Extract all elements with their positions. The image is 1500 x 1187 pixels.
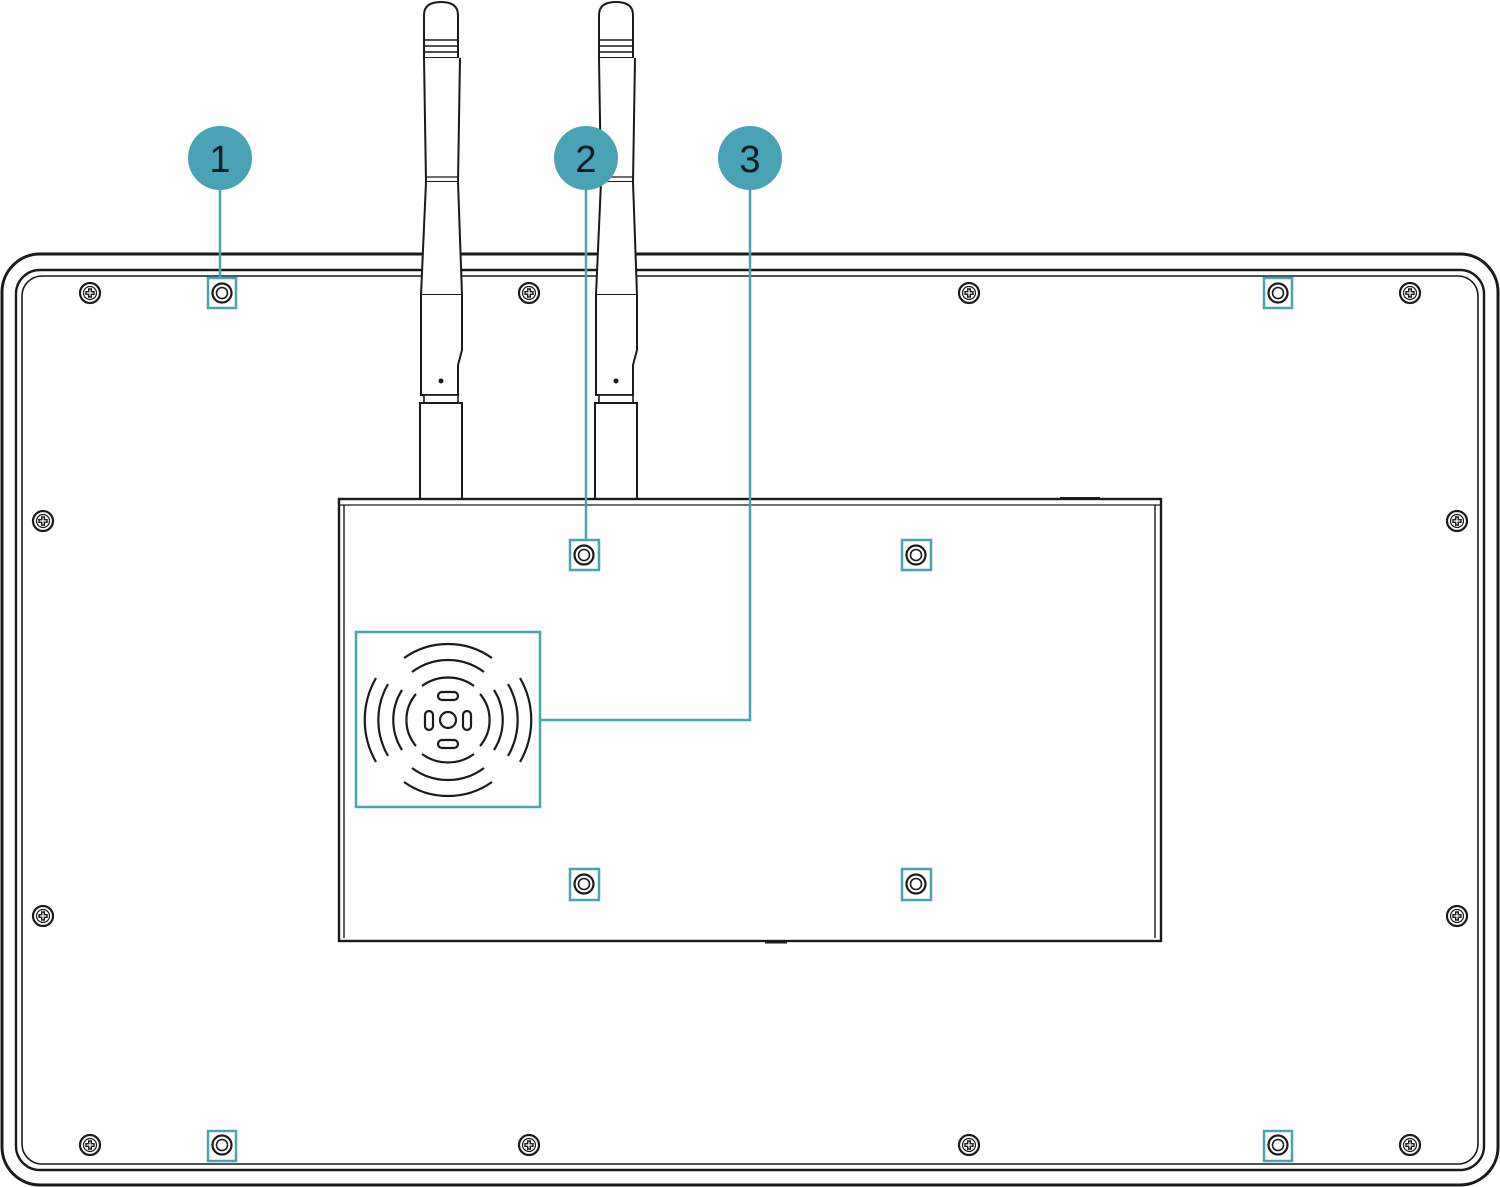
svg-text:1: 1 <box>209 139 230 181</box>
svg-text:2: 2 <box>575 139 596 181</box>
callout-1: 1 <box>188 126 252 190</box>
svg-text:3: 3 <box>739 139 760 181</box>
leader-lines <box>218 185 752 722</box>
fan-grille-icon <box>363 642 533 798</box>
antenna-icon <box>594 0 639 500</box>
callout-2: 2 <box>554 126 618 190</box>
callout-3: 3 <box>718 126 782 190</box>
antenna-icon <box>419 0 464 500</box>
